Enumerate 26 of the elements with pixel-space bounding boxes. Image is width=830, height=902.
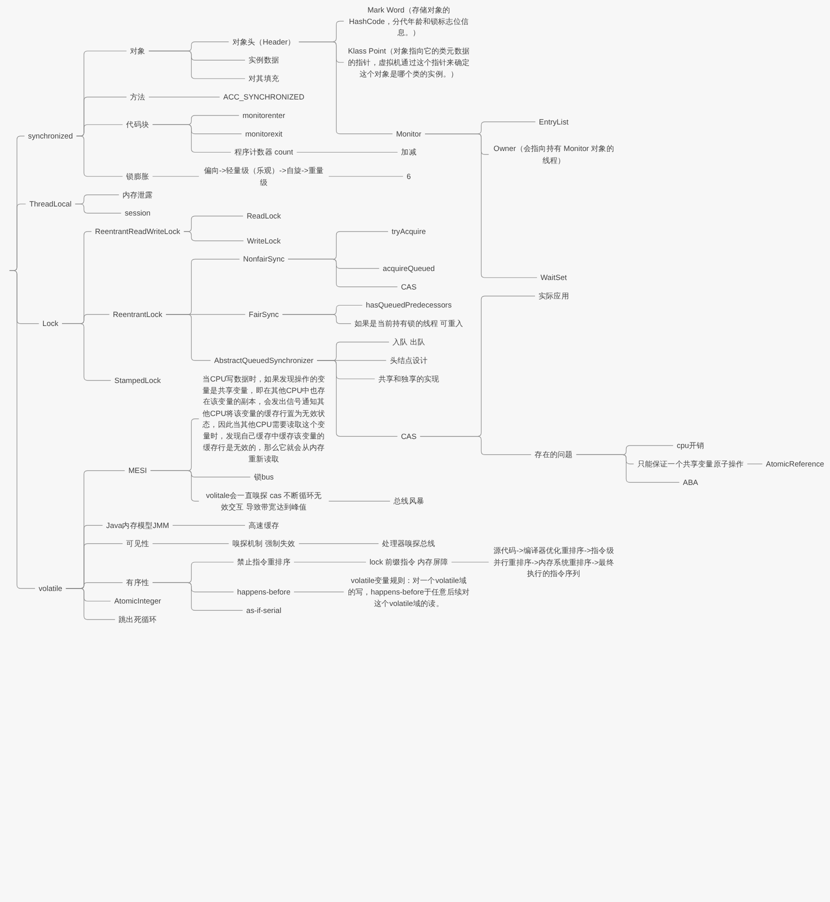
connector	[152, 176, 200, 177]
connector	[296, 152, 398, 153]
connector	[166, 314, 211, 361]
connector	[424, 134, 538, 278]
connector	[148, 50, 246, 79]
connector	[576, 454, 680, 483]
connector	[152, 582, 244, 611]
connector	[65, 588, 116, 620]
connector	[328, 500, 390, 502]
connector	[282, 314, 352, 324]
connector	[76, 136, 124, 177]
connector	[9, 270, 36, 589]
connector	[62, 323, 112, 381]
connector	[183, 231, 244, 242]
connector	[420, 436, 532, 456]
connector	[288, 258, 398, 288]
connector	[148, 96, 220, 98]
connector	[74, 204, 122, 214]
connector	[152, 124, 232, 153]
connector	[316, 360, 398, 437]
connector	[298, 42, 393, 134]
connector	[172, 525, 246, 526]
connector	[298, 543, 379, 544]
connector	[150, 470, 200, 502]
connector	[328, 176, 404, 177]
connector	[152, 543, 230, 544]
